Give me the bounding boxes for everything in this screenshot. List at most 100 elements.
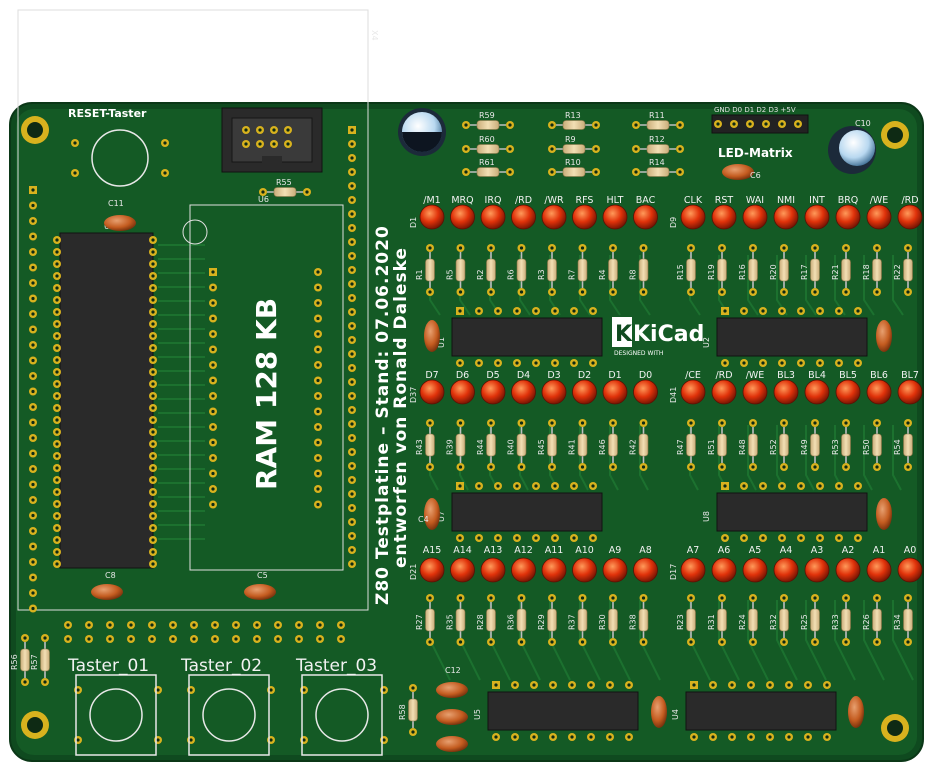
pad-drill [316,316,320,321]
taster1-label: Taster_01 [67,656,149,676]
led [866,379,892,405]
led-signal-label: A10 [575,545,594,556]
pad-drill [689,421,693,425]
pad-drill [837,309,841,313]
resistor [646,167,670,177]
pad-drill [31,219,35,223]
led [773,379,799,405]
resistor [455,433,466,457]
resistor-ref: R55 [276,178,292,187]
led-signal-label: /CE [685,370,701,381]
led [804,557,830,583]
led [804,204,830,230]
pad-drill [591,484,595,488]
pad-drill [73,171,77,175]
pad-drill [519,596,524,600]
led [419,204,445,230]
pad-drill [151,382,155,386]
resistor [486,258,496,282]
pad-drill [151,550,155,554]
pad-drill [316,285,320,290]
pad-drill [151,526,155,530]
pad-drill [782,640,786,644]
pad-drill [151,430,155,434]
resistor-ref: R60 [479,135,495,144]
pad-drill [856,536,860,540]
pad-drill [780,484,784,488]
pad-drill [211,502,215,507]
pad-drill [350,436,354,440]
pad-drill [316,378,320,383]
trace [776,600,798,681]
pad-drill [458,421,463,425]
resistor-ref: R31 [707,614,716,630]
pad-drill [641,596,646,600]
pad-drill [634,123,638,127]
pad-drill [553,309,557,313]
pad-drill [751,246,755,250]
pad-drill [550,640,554,644]
x4-label: X4 [370,30,379,41]
pad-drill [742,536,746,540]
pad-drill [31,203,35,208]
pad-drill [350,408,354,412]
resistor [425,433,435,457]
led-signal-label: BL5 [839,370,857,381]
led-signal-label: D2 [578,370,591,381]
pad-drill [316,440,320,445]
pad-drill [844,246,848,250]
pad-drill [31,281,35,285]
resistor-ref: R49 [800,439,809,455]
ceramic-capacitor [876,498,892,530]
diode-ref: D1 [409,217,418,228]
resistor-ref: R53 [831,439,840,455]
capacitor-ref: C11 [108,199,124,208]
led [480,557,506,583]
pad-drill [818,536,822,540]
pad-drill [550,465,554,469]
pad-drill [339,623,343,627]
pad-drill [428,290,432,294]
led [633,557,658,583]
pad-drill [211,270,215,274]
pad-drill [496,309,500,313]
pad-drill [458,290,463,294]
led [804,379,830,405]
pad-drill [350,268,354,272]
pad-drill [508,147,512,151]
pad-drill [350,170,354,174]
ceramic-capacitor [436,736,468,752]
pad-drill [641,421,646,425]
pad-drill [906,596,910,600]
pad-drill [151,394,155,398]
pad-drill [192,637,196,641]
led-signal-label: D7 [425,370,438,381]
trace [892,600,914,681]
led [866,557,892,583]
pad-drill [31,358,35,363]
resistor-ref: R22 [893,264,902,280]
pad-drill [730,683,734,687]
led [511,379,536,405]
pad-drill [720,596,724,600]
pad-drill [55,478,59,482]
pad-drill [43,636,47,640]
ref-u2: U2 [702,337,711,348]
pad-drill [31,420,35,425]
resistor-layer [20,120,913,728]
pad-drill [55,454,59,458]
pad-drill [151,442,155,446]
resistor [547,608,557,632]
pad-drill [580,596,585,600]
pad-drill [806,683,810,687]
led-signal-label: RFS [576,195,594,206]
pad-drill [787,735,791,739]
pad-drill [751,421,755,425]
resistor-ref: R25 [800,614,809,630]
pad-drill [508,170,512,174]
pad-drill [234,623,238,627]
resistor [608,433,618,457]
title-line2: entworfen von Ronald Daleske [391,247,411,568]
resistor [717,608,727,632]
pad-drill [553,484,557,488]
